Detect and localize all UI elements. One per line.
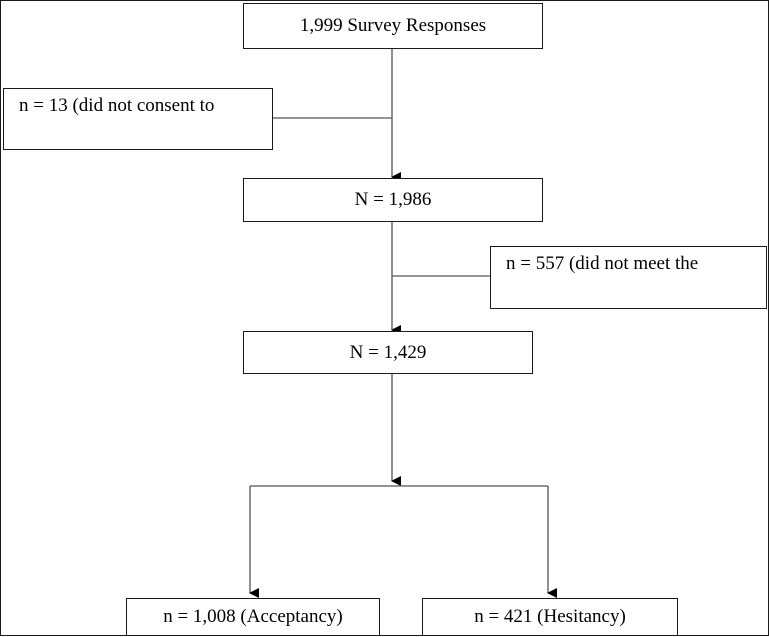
step-2-box: N = 1,429 [243,331,533,374]
exclusion-box-1: n = 13 (did not consent to [3,88,273,150]
exclusion-1-label: n = 13 (did not consent to [19,95,215,116]
exclusion-2-label: n = 557 (did not meet the [506,253,699,274]
step-1-box: N = 1,986 [243,178,543,222]
start-box: 1,999 Survey Responses [243,3,543,49]
outcome-left-label: n = 1,008 (Acceptancy) [163,606,343,627]
outcome-right-label: n = 421 (Hesitancy) [474,606,626,627]
start-label: 1,999 Survey Responses [299,15,487,36]
exclusion-box-2: n = 557 (did not meet the [490,246,767,309]
outcome-right-box: n = 421 (Hesitancy) [422,598,678,636]
outcome-left-box: n = 1,008 (Acceptancy) [126,598,380,636]
step-2-label: N = 1,429 [349,341,427,363]
step-1-label: N = 1,986 [354,189,432,210]
